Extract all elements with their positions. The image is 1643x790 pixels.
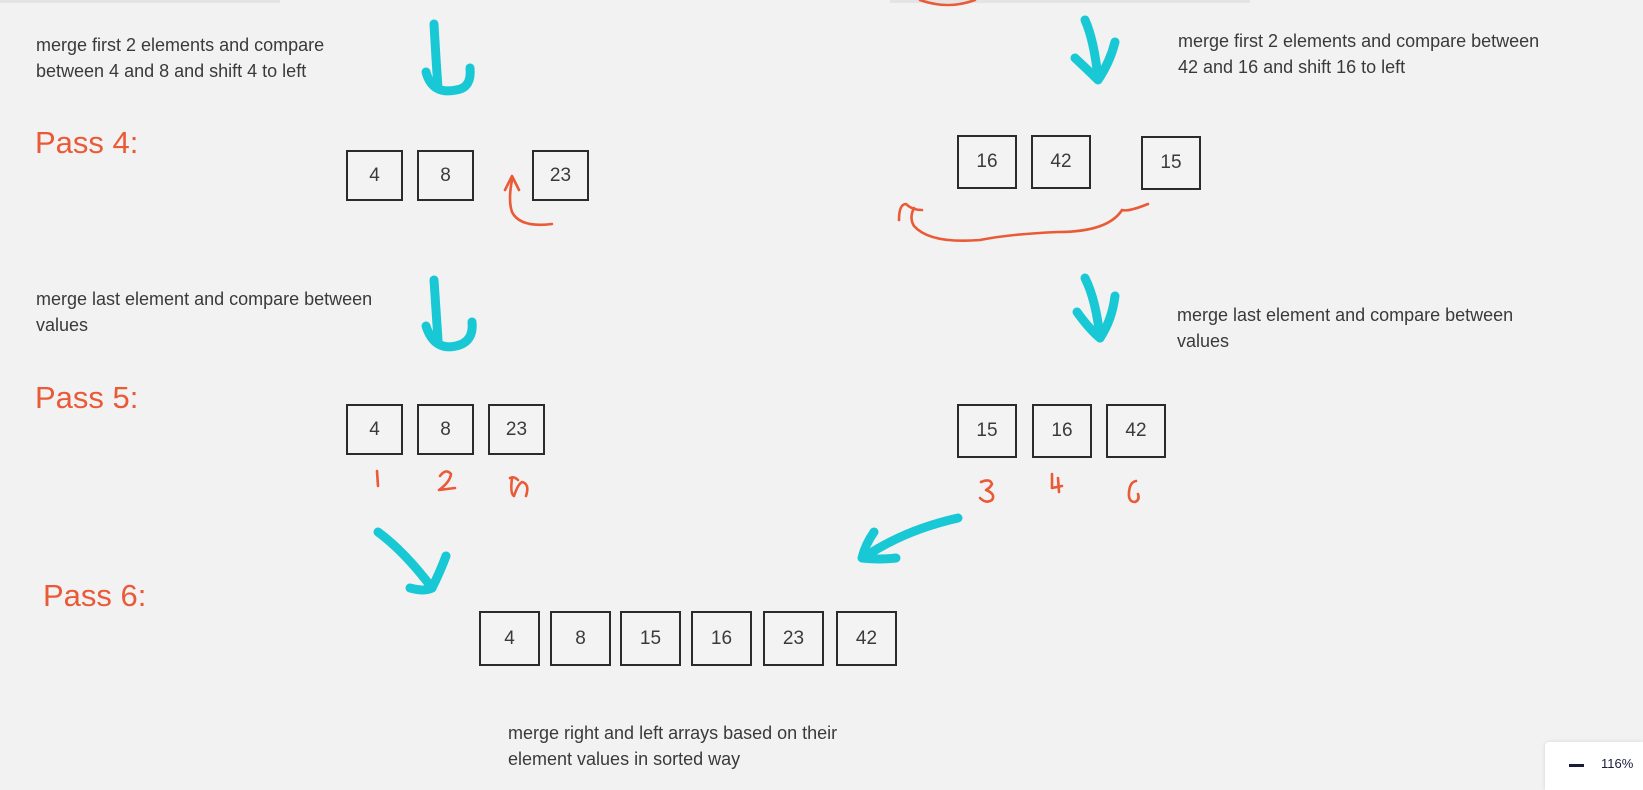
order-mark-icon xyxy=(437,470,457,492)
pass5-label: Pass 5: xyxy=(35,380,139,415)
left-shift-arrow-icon xyxy=(503,174,554,227)
top-edge-shadow-right xyxy=(890,0,1250,3)
right-pass5-down-arrow-icon xyxy=(1072,273,1120,343)
right-merge-last-note: merge last element and compare between v… xyxy=(1177,305,1514,351)
minus-icon xyxy=(1569,764,1584,767)
pass6-cell: 23 xyxy=(763,611,824,666)
zoom-out-button[interactable] xyxy=(1563,752,1591,780)
right-pass5-cell: 15 xyxy=(957,404,1017,458)
left-pass5-down-arrow-icon xyxy=(421,275,477,352)
left-pass5-cell: 8 xyxy=(417,404,474,455)
pass6-cell: 42 xyxy=(836,611,897,666)
pass6-cell: 8 xyxy=(550,611,611,666)
zoom-level: 116% xyxy=(1601,756,1634,771)
left-pass4-cell: 8 xyxy=(417,150,474,201)
pass6-cell: 4 xyxy=(479,611,540,666)
right-pass5-cell: 42 xyxy=(1106,404,1166,458)
pass6-merge-note: merge right and left arrays based on the… xyxy=(508,723,838,769)
right-pass4-down-arrow-icon xyxy=(1070,15,1120,85)
right-pass4-cell: 42 xyxy=(1031,135,1091,189)
top-red-squiggle-icon xyxy=(918,0,977,7)
pass6-cell: 15 xyxy=(620,611,681,666)
left-merge-diagonal-arrow-icon xyxy=(373,527,451,595)
order-mark-icon xyxy=(978,479,995,503)
pass6-label: Pass 6: xyxy=(43,578,147,613)
left-order-marks xyxy=(375,469,529,498)
right-merge-diagonal-arrow-icon xyxy=(857,513,963,564)
right-pass5-cell: 16 xyxy=(1032,404,1092,458)
right-shift-arrow-icon xyxy=(897,202,1150,242)
zoom-control: 116% xyxy=(1545,742,1643,790)
left-pass5-cell: 4 xyxy=(346,404,403,455)
left-merge-first-note: merge first 2 elements and compare betwe… xyxy=(36,35,325,81)
top-edge-shadow-left xyxy=(0,0,280,3)
left-pass4-down-arrow-icon xyxy=(421,19,475,96)
left-pass4-cell: 23 xyxy=(532,150,589,201)
pass6-cell: 16 xyxy=(691,611,752,666)
left-merge-last-note: merge last element and compare between v… xyxy=(36,289,373,335)
order-mark-icon xyxy=(508,476,529,498)
order-mark-icon xyxy=(375,469,380,488)
right-pass4-cell: 15 xyxy=(1141,136,1201,190)
right-pass4-cell: 16 xyxy=(957,135,1017,189)
right-order-marks xyxy=(978,472,1140,504)
left-pass5-cell: 23 xyxy=(488,404,545,455)
order-mark-icon xyxy=(1050,472,1064,494)
pass4-label: Pass 4: xyxy=(35,125,139,160)
right-merge-first-note: merge first 2 elements and compare betwe… xyxy=(1178,31,1540,77)
left-pass4-cell: 4 xyxy=(346,150,403,201)
order-mark-icon xyxy=(1127,479,1140,504)
